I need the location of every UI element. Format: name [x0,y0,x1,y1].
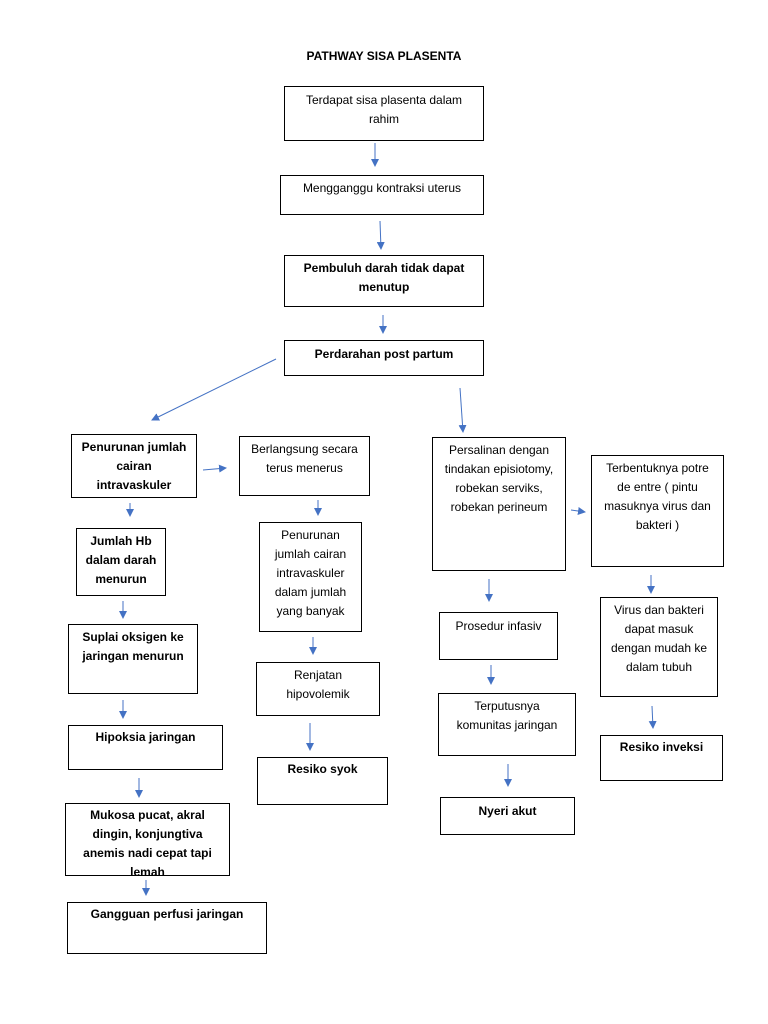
node-prosedur: Prosedur infasiv [439,612,558,660]
node-jumlah-hb: Jumlah Hb dalam darah menurun [76,528,166,596]
arrow-n2-n3 [376,220,385,250]
node-kontraksi-uterus: Mengganggu kontraksi uterus [280,175,484,215]
node-nyeri-akut: Nyeri akut [440,797,575,835]
node-penurunan-cairan: Penurunan jumlah cairan intravaskuler [71,434,197,498]
arrow-r1-s1 [570,507,586,515]
arrow-s2-s3 [648,705,657,729]
node-persalinan: Persalinan dengan tindakan episiotomy, r… [432,437,566,571]
node-port-de-entry: Terbentuknya potre de entre ( pintu masu… [591,455,724,567]
arrow-l1-m1 [202,464,227,473]
node-suplai-oksigen: Suplai oksigen ke jaringan menurun [68,624,198,694]
node-berlangsung: Berlangsung secara terus menerus [239,436,370,496]
node-gangguan-perfusi: Gangguan perfusi jaringan [67,902,267,954]
node-resiko-inveksi: Resiko inveksi [600,735,723,781]
arrow-n4-right [458,387,467,433]
diagram-title: PATHWAY SISA PLASENTA [306,49,462,63]
node-mukosa-pucat: Mukosa pucat, akral dingin, konjungtiva … [65,803,230,876]
node-virus-bakteri: Virus dan bakteri dapat masuk dengan mud… [600,597,718,697]
node-resiko-syok: Resiko syok [257,757,388,805]
arrow-n4-left [151,358,277,421]
node-sisa-plasenta: Terdapat sisa plasenta dalam rahim [284,86,484,141]
node-pembuluh-darah: Pembuluh darah tidak dapat menutup [284,255,484,307]
node-perdarahan: Perdarahan post partum [284,340,484,376]
node-renjatan: Renjatan hipovolemik [256,662,380,716]
node-hipoksia: Hipoksia jaringan [68,725,223,770]
node-penurunan-banyak: Penurunan jumlah cairan intravaskuler da… [259,522,362,632]
node-terputusnya: Terputusnya komunitas jaringan [438,693,576,756]
